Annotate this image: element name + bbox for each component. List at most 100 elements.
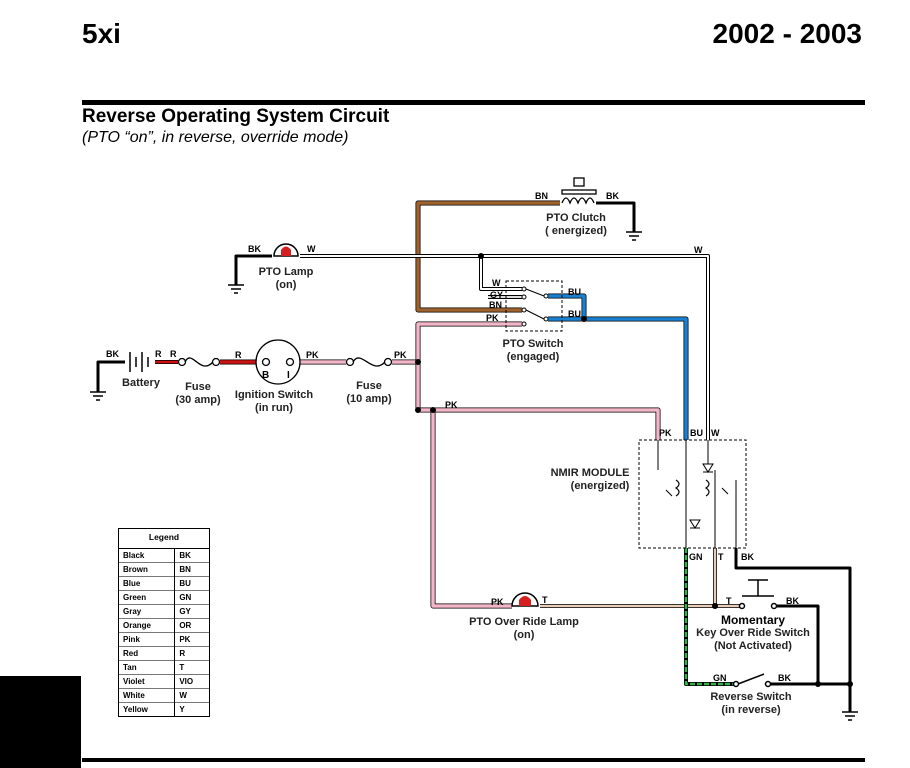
pto-lamp-symbol: [273, 243, 299, 257]
switch-white-wire: [479, 256, 522, 291]
wire-label: T: [542, 595, 548, 605]
ignition-state: (in run): [255, 402, 293, 414]
wire-label: BU: [690, 428, 703, 438]
legend-color-name: Yellow: [119, 702, 175, 716]
legend-color-code: GY: [174, 604, 209, 619]
key-switch-state: (Not Activated): [714, 640, 792, 652]
ignition-b-label: B: [262, 370, 269, 381]
wire-label: W: [492, 278, 501, 288]
wire-label: T: [718, 552, 724, 562]
wire-label: BK: [606, 191, 619, 201]
legend-color-code: VIO: [174, 674, 209, 689]
nmir-state: (energized): [571, 480, 630, 492]
pto-lamp-label: PTO Lamp: [259, 266, 314, 278]
module-black-wire: [734, 548, 852, 712]
wire-label: W: [307, 244, 316, 254]
module-pink-wire: [418, 407, 661, 440]
legend-color-code: BU: [174, 576, 209, 591]
legend-color-name: White: [119, 688, 175, 703]
wire-label: PK: [445, 400, 458, 410]
pto-clutch-symbol: [561, 177, 597, 205]
key-switch-label: Key Over Ride Switch: [696, 627, 810, 639]
nmir-module-symbol: [638, 439, 747, 549]
ignition-label: Ignition Switch: [235, 389, 313, 401]
pto-switch-label: PTO Switch: [503, 338, 564, 350]
fuse10-rating: (10 amp): [346, 393, 392, 405]
legend-color-name: Green: [119, 590, 175, 605]
wire-label: GN: [713, 673, 727, 683]
override-pink-wire: [430, 410, 512, 609]
key-switch-type: Momentary: [721, 613, 785, 627]
circuit-title: Reverse Operating System Circuit: [82, 106, 390, 127]
ground-symbols: [90, 231, 858, 721]
junctions: [415, 253, 853, 687]
wires: [96, 200, 852, 712]
switch-pink-wire: [415, 321, 522, 410]
legend-color-name: Red: [119, 646, 175, 661]
reverse-switch-label: Reverse Switch: [710, 691, 792, 703]
legend-color-name: Violet: [119, 674, 175, 689]
wire-label: PK: [491, 597, 504, 607]
legend-color-name: Brown: [119, 562, 175, 577]
pto-lamp-state: (on): [276, 279, 297, 291]
pto-clutch-state: ( energized): [545, 225, 607, 237]
header-rule: [82, 100, 865, 105]
fuse10-label: Fuse: [356, 380, 382, 392]
wire-label: PK: [394, 350, 407, 360]
legend-row: Black BK: [119, 549, 209, 563]
pto-switch-state: (engaged): [507, 351, 560, 363]
clutch-ground-wire: [596, 201, 636, 232]
legend-color-code: BK: [174, 549, 209, 563]
wire-label: PK: [659, 428, 672, 438]
override-lamp-symbol: [511, 592, 539, 607]
fuse-symbols: [177, 357, 393, 367]
battery-symbol: [129, 352, 149, 372]
reverse-switch-symbol: [732, 673, 772, 688]
wire-label: T: [726, 596, 732, 606]
wire-label: GY: [490, 290, 503, 300]
legend-color-name: Gray: [119, 604, 175, 619]
key-black-wire: [776, 604, 820, 684]
wire-label: PK: [306, 350, 319, 360]
legend-color-code: W: [174, 688, 209, 703]
legend-color-code: BN: [174, 562, 209, 577]
ignition-symbol: B I: [255, 339, 301, 385]
legend-title: Legend: [119, 529, 209, 549]
wire-label: R: [170, 349, 177, 359]
circuit-subtitle: (PTO “on”, in reverse, override mode): [82, 129, 349, 146]
wire-label: BK: [106, 349, 119, 359]
legend-color-code: GN: [174, 590, 209, 605]
wire-label: BK: [778, 673, 791, 683]
model-name: 5xi: [82, 18, 121, 49]
fuse30-rating: (30 amp): [175, 394, 221, 406]
legend-color-name: Black: [123, 551, 145, 560]
fuse30-label: Fuse: [185, 381, 211, 393]
wire-label: W: [711, 428, 720, 438]
key-switch-symbol: [738, 579, 778, 610]
corner-block: [0, 676, 81, 768]
wire-label: BN: [489, 300, 502, 310]
reverse-switch-state: (in reverse): [721, 704, 781, 716]
wire-label: BK: [741, 552, 754, 562]
wire-label: BK: [786, 596, 799, 606]
wire-label: BU: [568, 309, 581, 319]
legend-color-name: Tan: [119, 660, 175, 675]
wire-label: BN: [535, 191, 548, 201]
wire-label: BK: [248, 244, 261, 254]
wire-label: GN: [689, 552, 703, 562]
legend-color-code: R: [174, 646, 209, 661]
battery-label: Battery: [122, 377, 161, 389]
wire-label: R: [235, 350, 242, 360]
